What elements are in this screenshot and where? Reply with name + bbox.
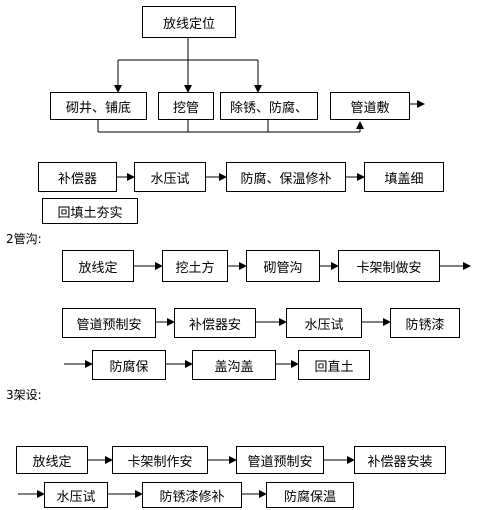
node-overhead-compensator: 补偿器安装 bbox=[354, 446, 446, 474]
section-heading-trench: 2管沟: bbox=[6, 232, 42, 246]
node-compensator-install: 补偿器安 bbox=[174, 308, 256, 338]
node-trench-layout: 放线定 bbox=[62, 250, 134, 282]
node-overhead-pipe-prefab: 管道预制安 bbox=[236, 446, 324, 474]
node-hydro-test: 水压试 bbox=[134, 162, 206, 192]
node-pipe-prefab: 管道预制安 bbox=[62, 308, 156, 338]
node-backfill-compact: 回填土夯实 bbox=[42, 198, 138, 224]
node-trench-cover: 盖沟盖 bbox=[192, 350, 276, 380]
node-earth-excavation: 挖土方 bbox=[162, 250, 228, 282]
node-backfill-soil: 回直土 bbox=[298, 350, 370, 380]
node-bracket-fabrication: 卡架制做安 bbox=[338, 250, 440, 282]
node-anticorrosion-insulation-repair: 防腐、保温修补 bbox=[226, 162, 346, 192]
node-pipe-laying: 管道敷 bbox=[330, 92, 410, 120]
node-overhead-rust-paint-repair: 防锈漆修补 bbox=[142, 482, 242, 508]
node-layout-positioning: 放线定位 bbox=[142, 6, 236, 38]
node-overhead-hydro-test: 水压试 bbox=[44, 482, 108, 508]
node-trench-anticorrosion: 防腐保 bbox=[92, 350, 166, 380]
node-fine-cover-fill: 填盖细 bbox=[364, 162, 444, 192]
node-compensator: 补偿器 bbox=[38, 162, 117, 192]
node-trench-hydro-test: 水压试 bbox=[286, 308, 362, 338]
node-overhead-layout: 放线定 bbox=[16, 446, 88, 474]
node-derust-anticorrosion: 除锈、防腐、 bbox=[220, 92, 318, 120]
node-overhead-bracket: 卡架制作安 bbox=[112, 446, 208, 474]
node-trench-masonry: 砌管沟 bbox=[246, 250, 320, 282]
node-anti-rust-paint: 防锈漆 bbox=[390, 308, 460, 338]
node-overhead-anticorrosion-insulation: 防腐保温 bbox=[266, 482, 354, 508]
node-manhole-bedding: 砌井、铺底 bbox=[50, 92, 147, 120]
node-pipe-trench-dig: 挖管 bbox=[158, 92, 214, 120]
section-heading-overhead: 3架设: bbox=[6, 388, 42, 402]
